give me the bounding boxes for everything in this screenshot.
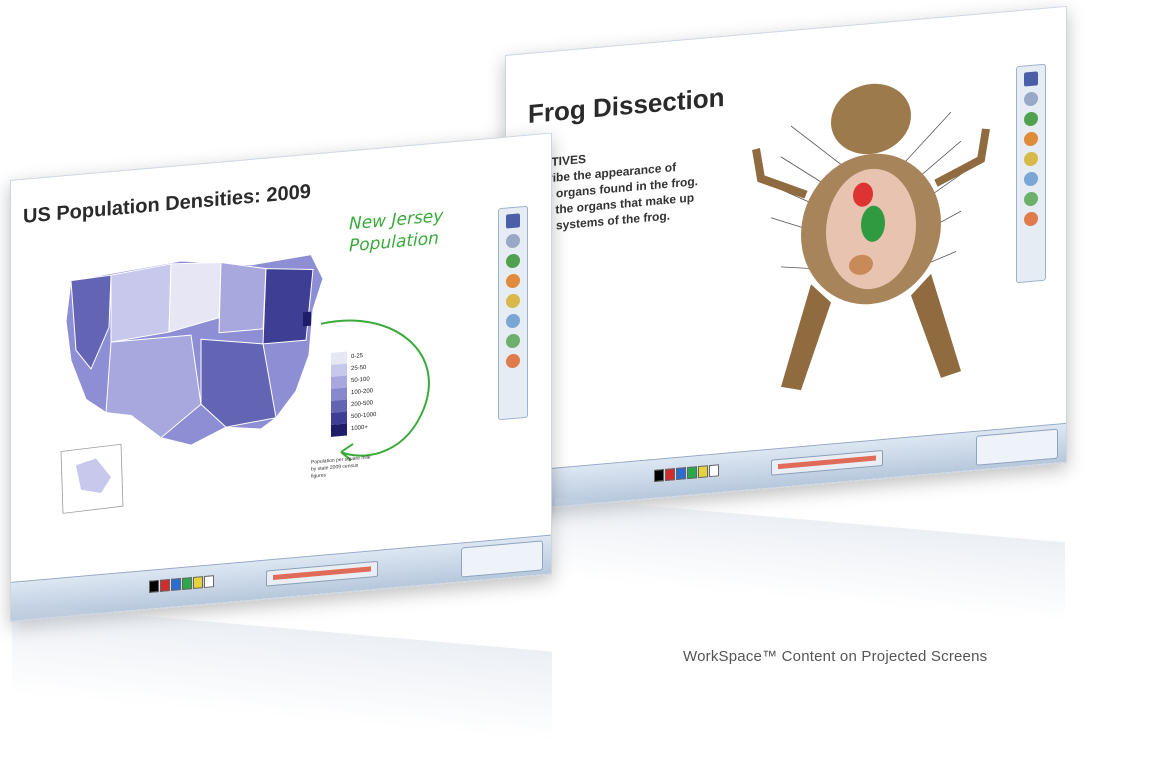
color-swatch[interactable]: [654, 469, 664, 482]
color-palette: [654, 464, 720, 482]
pen-width-slider[interactable]: [771, 449, 883, 476]
slider-fill: [273, 566, 371, 580]
annotation-arrow: [320, 319, 430, 461]
legend-label: 200-500: [351, 400, 374, 409]
legend-label: 0-25: [351, 353, 364, 361]
color-swatch[interactable]: [193, 576, 203, 589]
pen-tool-icon[interactable]: [1024, 71, 1038, 87]
image-caption: WorkSpace™ Content on Projected Screens: [683, 648, 988, 665]
map-legend: 0-25 25-50 50-100 100-200 200-500 500-10…: [331, 349, 376, 437]
page-navigation[interactable]: [461, 540, 543, 578]
pen-width-slider[interactable]: [266, 560, 378, 587]
legend-caption: Population per square mile by state 2009…: [311, 454, 371, 480]
color-swatch[interactable]: [149, 579, 159, 593]
color-swatch[interactable]: [160, 579, 170, 592]
slide-title: Frog Dissection: [528, 81, 725, 129]
color-swatch[interactable]: [171, 578, 181, 591]
slider-fill: [778, 455, 876, 470]
select-tool-icon[interactable]: [506, 233, 520, 249]
frog-diagram-image: [752, 83, 990, 391]
handwritten-annotation: New Jersey Population: [349, 205, 443, 257]
highlighter-tool-icon[interactable]: [506, 253, 520, 269]
legend-label: 50-100: [351, 376, 370, 385]
legend-label: 1000+: [351, 424, 368, 433]
eraser-tool-icon[interactable]: [506, 313, 520, 329]
highlighter-tool-icon[interactable]: [1024, 111, 1038, 127]
color-swatch[interactable]: [665, 468, 675, 482]
pen-tool-icon[interactable]: [506, 213, 520, 229]
image-tool-icon[interactable]: [506, 333, 520, 349]
color-palette: [149, 575, 215, 593]
record-tool-icon[interactable]: [1024, 211, 1038, 227]
bottom-toolbar: [11, 534, 551, 621]
color-swatch[interactable]: [204, 575, 214, 589]
select-tool-icon[interactable]: [1024, 91, 1038, 107]
color-swatch[interactable]: [687, 466, 697, 480]
frog-dissection-screen: Frog Dissection JECTIVES escribe the app…: [505, 5, 1067, 513]
text-tool-icon[interactable]: [1024, 151, 1038, 167]
legend-swatch: [331, 423, 347, 437]
slide-title: US Population Densities: 2009: [23, 180, 311, 228]
color-swatch[interactable]: [698, 465, 708, 479]
objectives-list: JECTIVES escribe the appearance of ious …: [528, 141, 698, 236]
eraser-tool-icon[interactable]: [1024, 171, 1038, 187]
tool-sidebar: [1016, 63, 1046, 284]
color-swatch[interactable]: [676, 467, 686, 481]
record-tool-icon[interactable]: [506, 353, 520, 369]
legend-label: 500-1000: [351, 411, 377, 421]
tool-sidebar: [498, 205, 528, 421]
legend-label: 100-200: [351, 388, 374, 397]
text-tool-icon[interactable]: [506, 293, 520, 309]
us-population-screen: US Population Densities: 2009 New Jersey…: [10, 132, 552, 622]
color-swatch[interactable]: [709, 464, 719, 478]
shape-tool-icon[interactable]: [1024, 131, 1038, 147]
page-navigation[interactable]: [976, 428, 1058, 466]
screen-reflection: [555, 497, 1065, 623]
color-swatch[interactable]: [182, 577, 192, 590]
image-tool-icon[interactable]: [1024, 191, 1038, 207]
screen-reflection: [12, 604, 552, 742]
shape-tool-icon[interactable]: [506, 273, 520, 289]
legend-label: 25-50: [351, 364, 367, 373]
bottom-toolbar: [506, 422, 1066, 511]
us-map-image: [60, 254, 324, 514]
